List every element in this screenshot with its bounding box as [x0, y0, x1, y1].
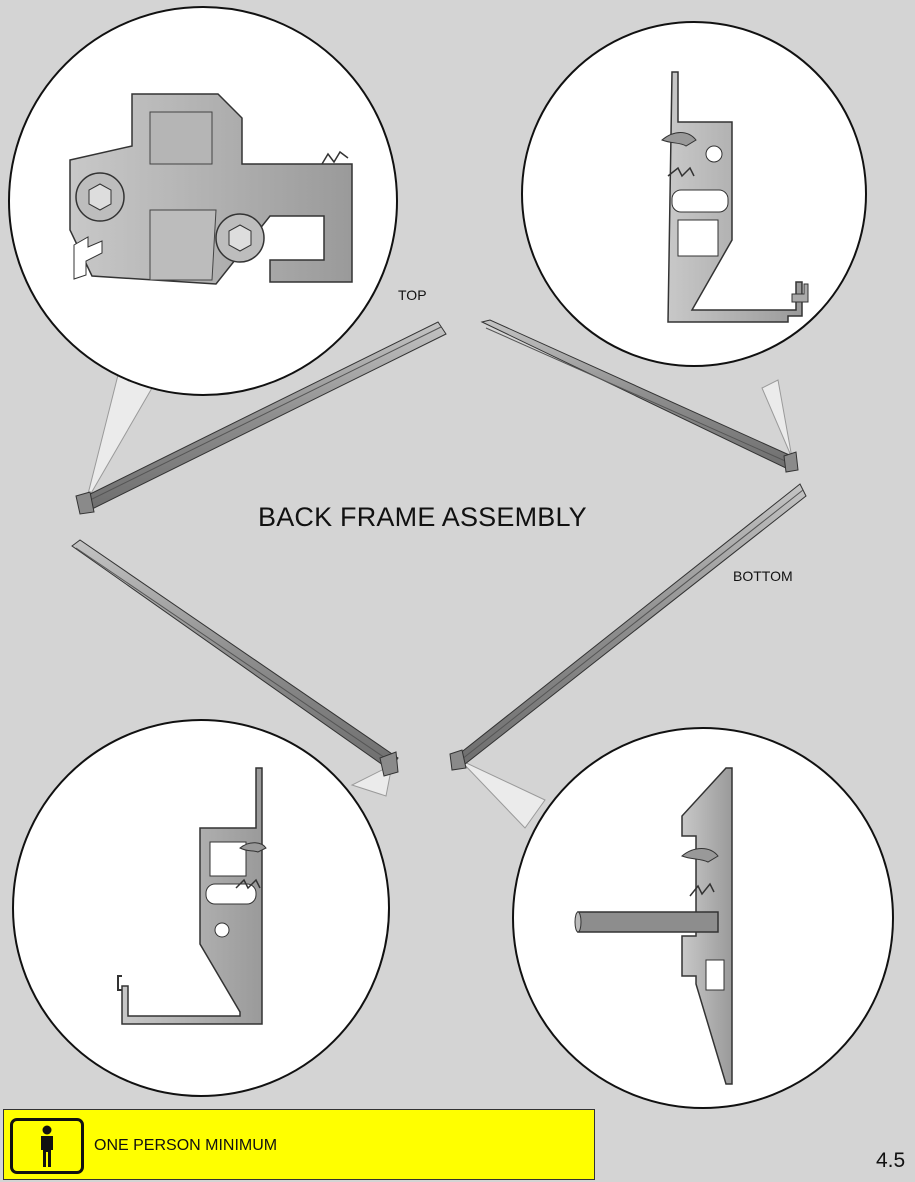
top-label: TOP [398, 287, 427, 303]
detail-circle-profile-bottom-left [13, 720, 389, 1096]
banner-text: ONE PERSON MINIMUM [94, 1137, 277, 1155]
page-title: BACK FRAME ASSEMBLY [258, 502, 587, 533]
person-requirement-banner: ONE PERSON MINIMUM [3, 1109, 595, 1180]
detail-circle-profile-rod [513, 728, 893, 1108]
detail-circle-profile-top-right [522, 22, 866, 366]
bottom-label: BOTTOM [733, 568, 793, 584]
page-number: 4.5 [876, 1149, 905, 1173]
person-icon [10, 1118, 84, 1174]
detail-circle-corner-bracket [9, 7, 397, 395]
